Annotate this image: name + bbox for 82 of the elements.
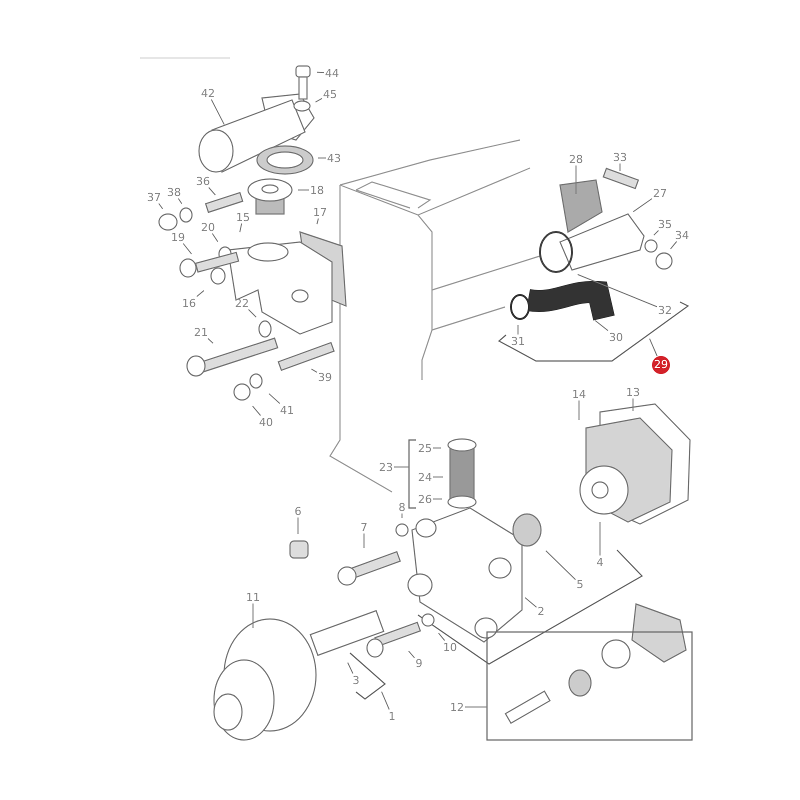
callout-number: 25 bbox=[417, 442, 433, 454]
callout-number: 16 bbox=[181, 296, 197, 310]
leader-line bbox=[632, 198, 652, 212]
leader-line bbox=[178, 198, 182, 204]
callout-number: 23 bbox=[378, 460, 394, 474]
leader-line bbox=[210, 99, 225, 125]
leader-line bbox=[248, 309, 257, 318]
leader-line bbox=[394, 466, 410, 468]
leader-line bbox=[524, 597, 537, 608]
leader-line bbox=[464, 706, 488, 708]
leader-line bbox=[208, 187, 216, 196]
callout-number: 30 bbox=[608, 330, 624, 344]
callout-number: 26 bbox=[417, 492, 433, 506]
leader-line bbox=[649, 338, 658, 356]
callout-number: 20 bbox=[200, 220, 216, 234]
callout-number: 6 bbox=[294, 504, 302, 518]
leader-line bbox=[207, 338, 214, 344]
leader-line bbox=[196, 290, 204, 297]
callout-number: 42 bbox=[200, 86, 216, 100]
leader-line bbox=[252, 406, 262, 416]
callout-number: 28 bbox=[568, 152, 584, 166]
leader-line bbox=[316, 218, 319, 225]
callout-number: 4 bbox=[596, 556, 604, 568]
callout-number: 34 bbox=[674, 228, 690, 242]
leader-line bbox=[578, 400, 580, 420]
callout-number: 3 bbox=[352, 674, 360, 686]
callout-number: 22 bbox=[234, 296, 250, 310]
callout-number: 10 bbox=[442, 640, 458, 654]
callout-number: 1 bbox=[388, 710, 396, 722]
bracket bbox=[408, 439, 416, 509]
leader-line bbox=[653, 230, 659, 236]
callout-number: 5 bbox=[576, 578, 584, 590]
leader-line bbox=[545, 550, 576, 580]
callout-number: 8 bbox=[398, 500, 406, 514]
callout-number: 37 bbox=[146, 190, 162, 204]
callout-number: 43 bbox=[326, 152, 342, 164]
leader-line bbox=[432, 476, 444, 478]
callout-number: 13 bbox=[625, 386, 641, 398]
callout-number: 15 bbox=[235, 210, 251, 224]
leader-line bbox=[347, 662, 354, 674]
leader-line bbox=[438, 632, 446, 641]
callout-number: 33 bbox=[612, 150, 628, 164]
leader-line bbox=[594, 320, 608, 332]
callout-number: 27 bbox=[652, 186, 668, 200]
callout-number: 40 bbox=[258, 416, 274, 428]
callout-number: 31 bbox=[510, 334, 526, 348]
callout-number: 9 bbox=[414, 656, 424, 670]
frame bbox=[486, 631, 693, 741]
callout-number: 36 bbox=[195, 174, 211, 188]
callout-number: 38 bbox=[166, 186, 182, 198]
callout-number: 41 bbox=[279, 404, 295, 416]
callout-number: 44 bbox=[324, 66, 340, 80]
leader-line bbox=[381, 691, 390, 710]
callout-number: 19 bbox=[170, 230, 186, 244]
leader-line bbox=[432, 498, 442, 500]
leader-line bbox=[212, 233, 218, 242]
callout-number: 32 bbox=[657, 304, 673, 316]
leader-line bbox=[158, 203, 164, 210]
leader-line bbox=[577, 274, 658, 308]
callout-number: 45 bbox=[322, 88, 338, 100]
callout-number: 14 bbox=[571, 388, 587, 400]
callout-number: 11 bbox=[245, 590, 261, 604]
leader-line bbox=[182, 243, 192, 254]
leader-line bbox=[310, 368, 318, 373]
leader-line bbox=[670, 241, 678, 250]
leader-line bbox=[252, 603, 254, 628]
callout-number: 21 bbox=[193, 326, 209, 338]
leader-line bbox=[316, 72, 324, 74]
callout-number: 35 bbox=[657, 218, 673, 230]
callout-number: 39 bbox=[317, 370, 333, 384]
callout-number: 2 bbox=[536, 604, 546, 618]
callout-number: 17 bbox=[312, 206, 328, 218]
callout-number: 29 bbox=[652, 356, 670, 374]
leader-line bbox=[315, 98, 322, 103]
leader-line bbox=[632, 398, 634, 412]
callout-number: 12 bbox=[449, 700, 465, 714]
leader-line bbox=[408, 650, 415, 658]
callout-number: 18 bbox=[309, 184, 325, 196]
leader-line bbox=[268, 393, 280, 404]
callout-number: 24 bbox=[417, 470, 433, 484]
leader-line bbox=[239, 223, 242, 233]
callout-number: 7 bbox=[360, 520, 368, 534]
